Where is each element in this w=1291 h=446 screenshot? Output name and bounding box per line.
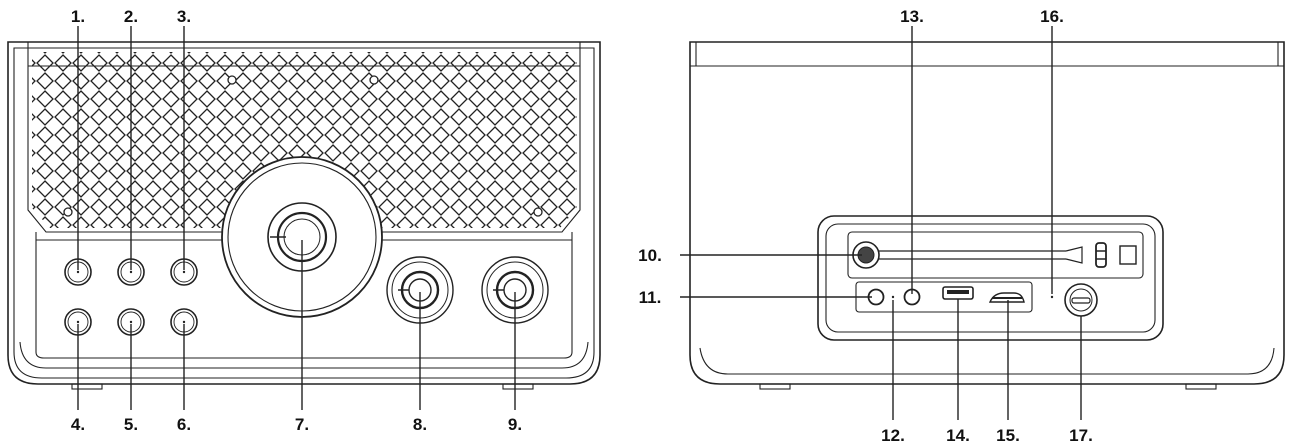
card-slot[interactable] bbox=[988, 292, 1025, 303]
indicator-12 bbox=[891, 295, 895, 299]
control-panel bbox=[35, 232, 573, 359]
callout-11: 11. bbox=[639, 288, 662, 307]
callout-5: 5. bbox=[124, 415, 138, 434]
callout-3: 3. bbox=[177, 7, 191, 26]
back-leader-lines bbox=[680, 26, 1082, 420]
callout-4: 4. bbox=[71, 415, 85, 434]
foot bbox=[1185, 383, 1217, 390]
callout-2: 2. bbox=[124, 7, 138, 26]
indicator-16 bbox=[1050, 295, 1054, 299]
callout-17: 17. bbox=[1069, 426, 1093, 445]
foot bbox=[502, 383, 534, 390]
power-socket[interactable] bbox=[1064, 283, 1098, 317]
rear-panel-outer bbox=[817, 215, 1164, 341]
back-housing bbox=[689, 41, 1285, 385]
callout-8: 8. bbox=[413, 415, 427, 434]
front-leader-lines bbox=[77, 26, 516, 410]
callout-12: 12. bbox=[881, 426, 905, 445]
antenna[interactable] bbox=[847, 231, 1144, 279]
button-2[interactable] bbox=[117, 258, 145, 286]
foot bbox=[71, 383, 103, 390]
callout-13: 13. bbox=[900, 7, 924, 26]
foot bbox=[759, 383, 791, 390]
rear-panel-inner bbox=[825, 223, 1156, 333]
callout-16: 16. bbox=[1040, 7, 1064, 26]
button-6[interactable] bbox=[170, 308, 198, 336]
callout-1: 1. bbox=[71, 7, 85, 26]
front-view: 1. 2. 3. 4. 5. 6. 7. 8. 9. bbox=[7, 7, 601, 434]
callout-7: 7. bbox=[295, 415, 309, 434]
callout-14: 14. bbox=[946, 426, 970, 445]
callout-6: 6. bbox=[177, 415, 191, 434]
back-view: 10. 11. 12. 13. 14. 15. 16. 17. bbox=[638, 7, 1285, 445]
callout-9: 9. bbox=[508, 415, 522, 434]
callout-10: 10. bbox=[638, 246, 662, 265]
usb-port[interactable] bbox=[942, 286, 974, 300]
main-dial-knob[interactable] bbox=[221, 156, 383, 318]
callout-15: 15. bbox=[996, 426, 1020, 445]
